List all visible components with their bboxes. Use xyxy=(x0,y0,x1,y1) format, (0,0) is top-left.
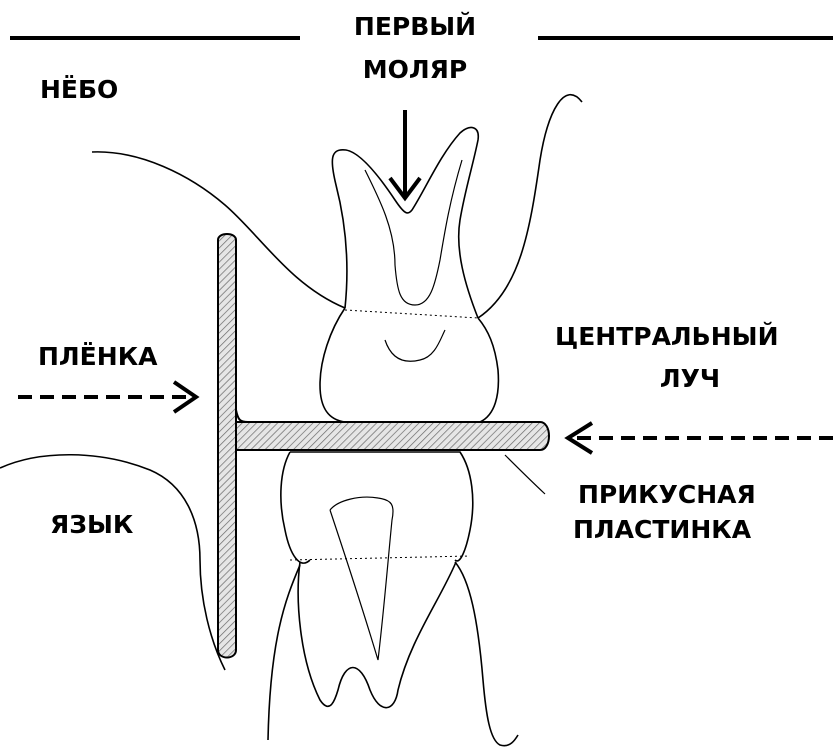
lower-molar-pulp xyxy=(330,497,393,660)
tongue-label: ЯЗЫК xyxy=(50,510,133,540)
upper-molar-pulp xyxy=(365,160,462,305)
lower-gum-right xyxy=(455,562,518,746)
first-molar-label-line2: МОЛЯР xyxy=(363,55,467,85)
film-bar xyxy=(218,234,236,658)
film-plate-junction xyxy=(236,410,248,422)
bite-plate-bar xyxy=(236,422,549,450)
central-ray-label-line1: ЦЕНТРАЛЬНЫЙ xyxy=(555,322,779,352)
upper-cej-line xyxy=(345,310,478,318)
palate-label: НЁБО xyxy=(40,75,118,105)
first-molar-label-line1: ПЕРВЫЙ xyxy=(354,12,476,42)
bite-plate-label-line1: ПРИКУСНАЯ xyxy=(578,480,756,510)
film-label: ПЛЁНКА xyxy=(38,342,157,372)
lower-cej-line xyxy=(290,556,470,560)
upper-molar-chamber xyxy=(385,330,445,361)
central-ray-label-line2: ЛУЧ xyxy=(660,364,720,394)
lower-molar-crown xyxy=(281,452,473,563)
upper-molar-crown xyxy=(320,308,498,422)
upper-gum-outline xyxy=(478,95,582,318)
bite-plate-label-line2: ПЛАСТИНКА xyxy=(573,515,751,545)
tongue-outline xyxy=(0,455,225,670)
lower-gum-left xyxy=(268,565,300,740)
bite-plate-tab-line xyxy=(505,455,545,494)
lower-molar-roots xyxy=(298,562,456,708)
